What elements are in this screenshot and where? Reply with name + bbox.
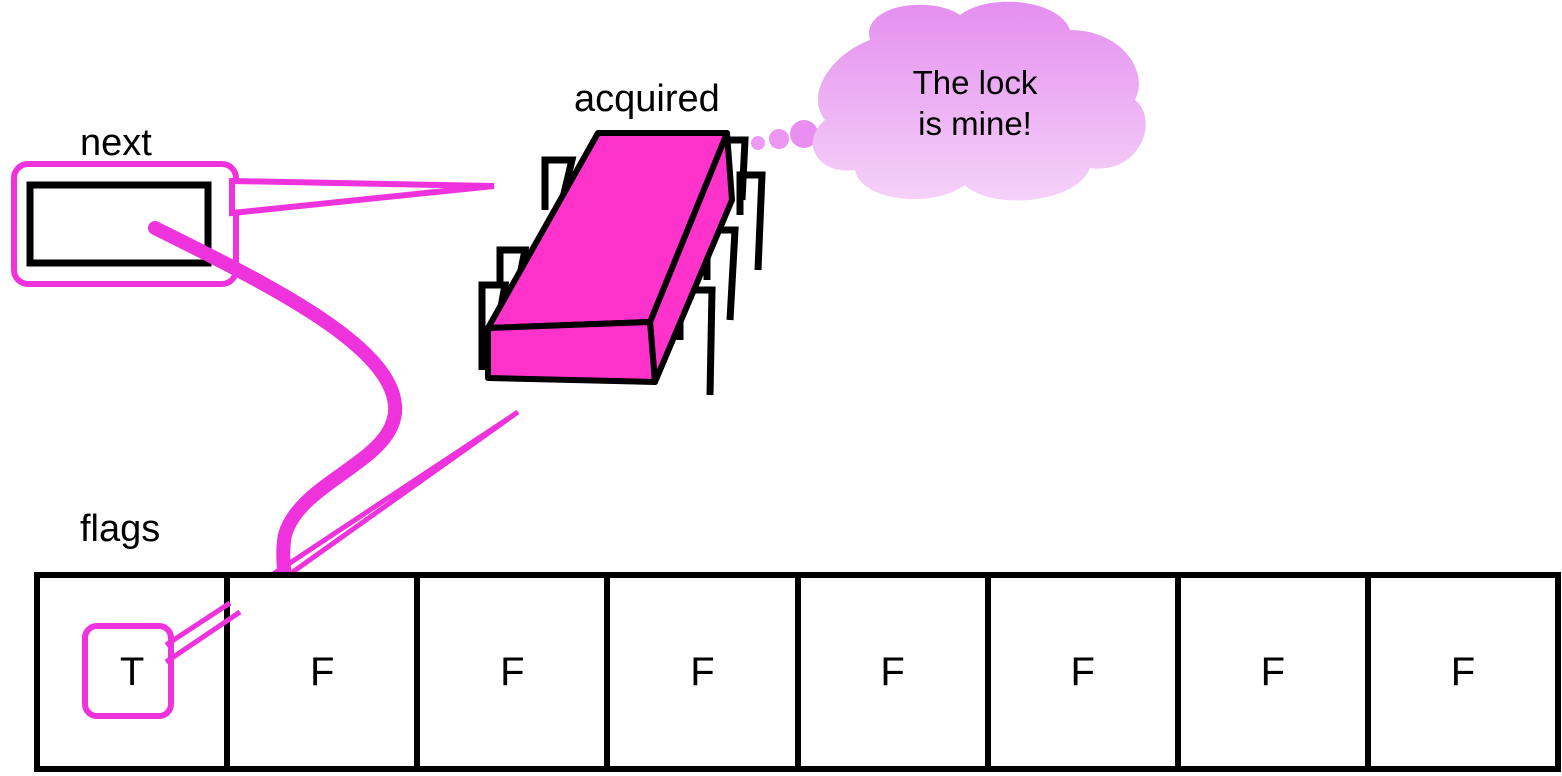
flag-cell-3: F — [610, 578, 801, 766]
thought-line-1: The lock — [912, 64, 1038, 101]
flag-value-4: F — [880, 649, 905, 694]
flag-cell-6: F — [1181, 578, 1371, 766]
bug-thread-icon — [478, 130, 766, 396]
next-callout — [11, 161, 495, 287]
thought-bubble-icon — [751, 1, 1146, 201]
flags-label: flags — [80, 508, 161, 550]
flag-value-5: F — [1070, 649, 1095, 694]
flag-cell-5: F — [991, 578, 1181, 766]
flags-array: T F F F F F F F — [34, 572, 1561, 772]
flag-cell-0: T — [40, 578, 231, 766]
flag-cell-7: F — [1371, 578, 1555, 766]
flag-value-0: T — [119, 649, 145, 694]
acquired-label: acquired — [574, 78, 720, 120]
flag-value-7: F — [1450, 649, 1476, 694]
flag-value-3: F — [690, 649, 715, 694]
thought-line-2: is mine! — [918, 105, 1032, 143]
next-label: next — [80, 122, 152, 164]
flag-value-6: F — [1260, 649, 1286, 694]
flag-cell-1: F — [230, 578, 421, 766]
flag-value-2: F — [500, 649, 525, 694]
flag-cell-4: F — [801, 578, 991, 766]
flag-value-1: F — [309, 649, 335, 694]
flag-cell-2: F — [420, 578, 611, 766]
thought-bubble-text: The lock is mine! — [870, 62, 1080, 145]
